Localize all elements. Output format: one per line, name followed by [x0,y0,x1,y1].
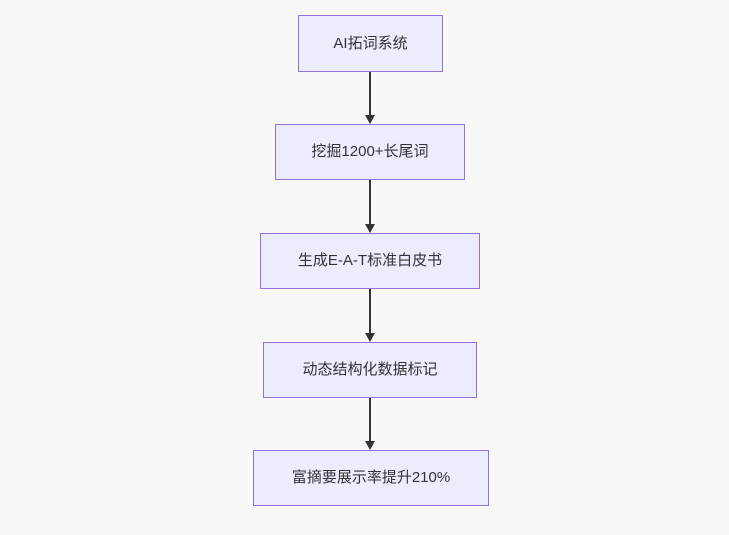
node-label: AI拓词系统 [333,34,408,52]
edge-line [369,398,371,442]
flow-node-longtail-mining: 挖掘1200+长尾词 [275,124,465,180]
flow-edge-a-b [364,72,376,124]
flow-edge-d-e [364,398,376,450]
node-label: 动态结构化数据标记 [302,361,438,378]
edge-line [369,180,371,225]
edge-line [369,289,371,334]
flow-node-ai-keyword-system: AI拓词系统 [298,15,443,72]
flow-node-structured-data-markup: 动态结构化数据标记 [263,342,477,398]
flow-node-rich-snippet-uplift: 富摘要展示率提升210% [253,450,489,506]
arrowhead-down-icon [365,441,375,450]
flow-edge-b-c [364,180,376,233]
flow-node-eat-whitepaper: 生成E-A-T标准白皮书 [260,233,480,289]
arrowhead-down-icon [365,115,375,124]
flow-edge-c-d [364,289,376,342]
node-label: 挖掘1200+长尾词 [311,143,429,160]
edge-line [369,72,371,116]
node-label: 富摘要展示率提升210% [291,469,451,486]
arrowhead-down-icon [365,224,375,233]
node-label: 生成E-A-T标准白皮书 [297,252,443,269]
arrowhead-down-icon [365,333,375,342]
